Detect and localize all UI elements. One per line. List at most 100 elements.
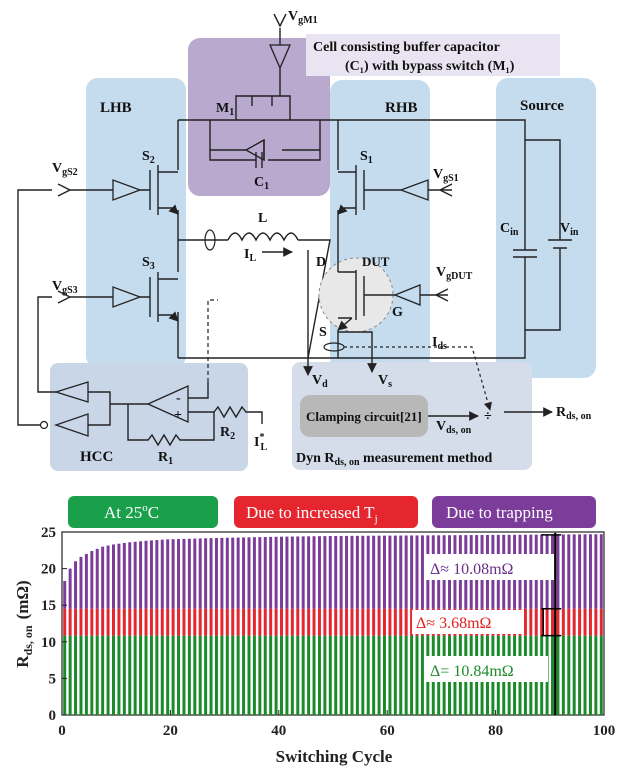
bar-segment-1 xyxy=(204,608,208,636)
bar-segment-2 xyxy=(101,546,105,609)
bar-segment-1 xyxy=(312,608,316,636)
dut-device xyxy=(318,240,449,358)
bar-segment-0 xyxy=(149,635,153,715)
bar-segment-0 xyxy=(111,635,115,715)
bar-segment-2 xyxy=(111,544,115,609)
vgs2-arrow xyxy=(57,183,72,197)
bar-segment-0 xyxy=(594,635,598,715)
switch-s3 xyxy=(70,272,179,322)
vdson-label: Vds, on xyxy=(436,419,472,436)
y-tick-label: 15 xyxy=(41,598,56,614)
bar-segment-0 xyxy=(372,635,376,715)
hcc-internals xyxy=(39,299,263,447)
bar-segment-2 xyxy=(599,534,603,609)
bar-segment-1 xyxy=(393,608,397,636)
vd-label: Vd xyxy=(312,373,328,390)
y-tick-label: 10 xyxy=(41,635,56,651)
inductor-l xyxy=(178,229,331,359)
bar-segment-2 xyxy=(258,537,262,609)
bar-segment-1 xyxy=(187,608,191,636)
hcc-block xyxy=(50,363,248,471)
legend-at25-pill xyxy=(68,496,218,528)
bar-segment-0 xyxy=(285,635,289,715)
bar-segment-1 xyxy=(561,608,565,636)
bar-segment-0 xyxy=(578,635,582,715)
bar-segment-2 xyxy=(220,537,224,609)
bar-segment-2 xyxy=(95,548,99,609)
bar-segment-2 xyxy=(128,542,132,609)
bar-segment-0 xyxy=(382,635,386,715)
x-tick-label: 40 xyxy=(271,723,286,739)
bar-segment-0 xyxy=(263,635,267,715)
feedback-wires xyxy=(17,189,56,426)
bar-segment-0 xyxy=(193,635,197,715)
bar-segment-1 xyxy=(95,608,99,636)
bar-segment-2 xyxy=(350,535,354,609)
bar-segment-0 xyxy=(122,635,126,715)
bar-segment-1 xyxy=(350,608,354,636)
bar-segment-2 xyxy=(328,536,332,609)
ann-tj-box xyxy=(412,610,524,634)
bar-segment-0 xyxy=(106,635,110,715)
bar-segment-0 xyxy=(301,635,305,715)
ann-trap-text: Δ≈ 10.08mΩ xyxy=(430,561,514,578)
lhb-label: LHB xyxy=(100,100,132,116)
bar-segment-2 xyxy=(90,551,94,609)
bar-segment-2 xyxy=(269,536,273,609)
bar-segment-1 xyxy=(106,608,110,636)
il-label: IL xyxy=(244,247,256,264)
bar-segment-0 xyxy=(551,635,555,715)
bar-segment-0 xyxy=(187,635,191,715)
ann-base-box xyxy=(424,656,548,682)
x-tick-label: 60 xyxy=(380,723,395,739)
bar-segment-2 xyxy=(263,536,267,609)
dut-label: DUT xyxy=(362,254,390,269)
bar-segment-0 xyxy=(63,635,67,715)
lhb-block xyxy=(86,78,186,368)
bar-segment-0 xyxy=(599,635,603,715)
iref-label: I*L xyxy=(254,432,267,453)
bar-segment-2 xyxy=(236,537,240,609)
x-tick-label: 0 xyxy=(58,723,66,739)
vs-label: Vs xyxy=(378,373,392,390)
y-tick-label: 20 xyxy=(41,562,56,578)
switch-s1 xyxy=(337,165,453,215)
s2-label: S2 xyxy=(142,149,155,166)
vgm1-arrow xyxy=(273,13,287,28)
y-tick-label: 25 xyxy=(41,525,56,541)
bar-segment-2 xyxy=(122,542,126,609)
bar-segment-1 xyxy=(377,608,381,636)
bar-segment-0 xyxy=(128,635,132,715)
bar-segment-0 xyxy=(144,635,148,715)
bar-segment-1 xyxy=(328,608,332,636)
bar-segment-0 xyxy=(339,635,343,715)
source-caps xyxy=(513,139,572,331)
bar-segment-0 xyxy=(79,635,83,715)
bar-segment-2 xyxy=(583,534,587,609)
bar-segment-1 xyxy=(588,608,592,636)
bar-segment-1 xyxy=(269,608,273,636)
s1-label: S1 xyxy=(360,149,373,166)
hcc-minus: - xyxy=(176,391,181,406)
bar-segment-0 xyxy=(296,635,300,715)
bar-segment-0 xyxy=(204,635,208,715)
bar-segment-1 xyxy=(236,608,240,636)
bar-segment-1 xyxy=(567,608,571,636)
bar-segment-2 xyxy=(139,541,143,609)
bar-segment-1 xyxy=(599,608,603,636)
bar-segment-2 xyxy=(252,537,256,609)
cell-caption-2: (C₁) with bypass switch (M₁) xyxy=(345,59,515,74)
bar-segment-0 xyxy=(84,635,88,715)
y-tick-label: 0 xyxy=(49,708,57,724)
bar-segment-0 xyxy=(225,635,229,715)
r2-label: R2 xyxy=(220,425,235,442)
bar-segment-1 xyxy=(133,608,137,636)
bar-segment-1 xyxy=(144,608,148,636)
clamp-label: Clamping circuit[21] xyxy=(306,409,422,424)
bar-segment-1 xyxy=(382,608,386,636)
bar-segment-2 xyxy=(361,535,365,609)
bar-segment-2 xyxy=(393,535,397,609)
bar-segment-1 xyxy=(578,608,582,636)
bar-segment-1 xyxy=(128,608,132,636)
